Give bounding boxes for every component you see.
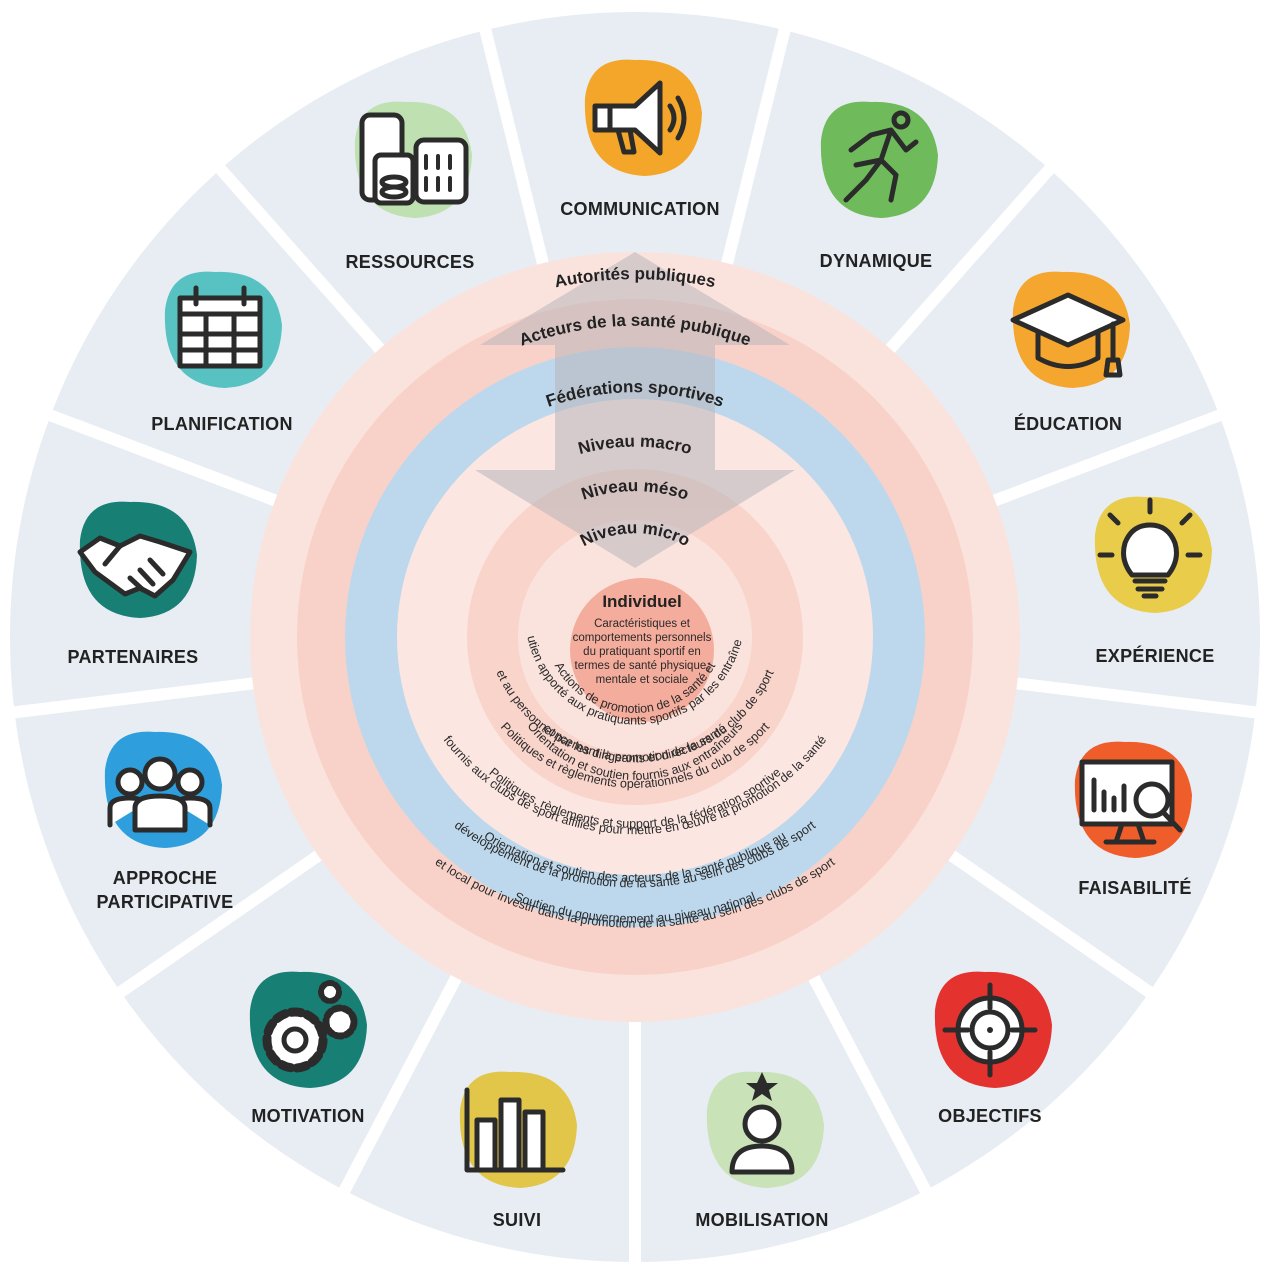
segment-8: SUIVI	[459, 1071, 577, 1230]
graduation-cap-icon	[1010, 292, 1126, 378]
segment-5: FAISABILITÉ	[1074, 741, 1192, 898]
segment-separator	[882, 153, 1064, 357]
handshake-icon	[77, 533, 193, 599]
segment-separator	[0, 676, 259, 721]
center-line-2: comportements personnels	[573, 632, 712, 644]
target-icon	[942, 982, 1038, 1078]
segment-separator	[988, 404, 1236, 508]
segment-label: OBJECTIFS	[938, 1106, 1042, 1126]
segment-separator	[1011, 676, 1270, 721]
segment-separator	[476, 14, 550, 270]
calendar-icon	[177, 285, 263, 369]
segment-separators	[0, 14, 1270, 1273]
segment-13: RESSOURCES	[345, 101, 474, 272]
segments-group: COMMUNICATION DYNAMIQUE ÉDUCATION EXPÉRIENC…	[68, 59, 1214, 1230]
segment-label: PARTENAIRES	[68, 647, 199, 667]
segment-12: PLANIFICATION	[151, 271, 293, 434]
segment-3: ÉDUCATION	[1010, 271, 1130, 434]
segment-separator	[104, 847, 326, 1006]
segment-separator	[806, 970, 938, 1207]
segment-6: OBJECTIFS	[934, 971, 1052, 1126]
center-title: Individuel	[602, 592, 681, 611]
segment-separator	[34, 404, 282, 508]
segment-label: ÉDUCATION	[1014, 413, 1122, 434]
segment-11: PARTENAIRES	[68, 501, 199, 667]
group-icon	[107, 756, 213, 833]
segment-separator	[332, 970, 464, 1207]
segment-label: COMMUNICATION	[560, 199, 720, 219]
segment-label: PARTICIPATIVE	[97, 892, 234, 912]
segment-separator	[944, 847, 1166, 1006]
segment-2: DYNAMIQUE	[820, 101, 938, 271]
center-line-4: termes de santé physique,	[575, 660, 710, 672]
monitor-chart-icon	[1079, 759, 1183, 845]
segment-label: MOBILISATION	[695, 1210, 828, 1230]
segment-label: EXPÉRIENCE	[1095, 645, 1214, 666]
segment-label: SUIVI	[493, 1210, 542, 1230]
segment-separator	[206, 153, 388, 357]
segment-1: COMMUNICATION	[560, 59, 720, 219]
segment-label: MOTIVATION	[251, 1106, 364, 1126]
megaphone-icon	[592, 80, 687, 156]
person-star-icon	[729, 1072, 795, 1175]
segment-label: PLANIFICATION	[151, 414, 293, 434]
segment-10: APPROCHE PARTICIPATIVE	[97, 731, 234, 912]
segment-9: MOTIVATION	[249, 971, 367, 1126]
center-line-3: du pratiquant sportif en	[583, 646, 701, 658]
lightbulb-icon	[1097, 497, 1203, 599]
runner-icon	[843, 110, 919, 203]
segment-label: FAISABILITÉ	[1078, 877, 1191, 898]
jars-icon	[359, 112, 469, 206]
segment-7: MOBILISATION	[695, 1071, 828, 1230]
segment-label: DYNAMIQUE	[820, 251, 933, 271]
segment-label: APPROCHE	[113, 868, 217, 888]
segment-separator	[720, 14, 794, 270]
segment-4: EXPÉRIENCE	[1094, 496, 1214, 666]
bar-chart-icon	[464, 1087, 566, 1173]
center-line-1: Caractéristiques et	[594, 618, 691, 630]
bidirectional-arrow	[475, 252, 795, 568]
gears-icon	[262, 980, 358, 1073]
center-line-5: mentale et sociale	[596, 674, 689, 686]
center-individuel	[570, 578, 714, 722]
segment-label: RESSOURCES	[345, 252, 474, 272]
